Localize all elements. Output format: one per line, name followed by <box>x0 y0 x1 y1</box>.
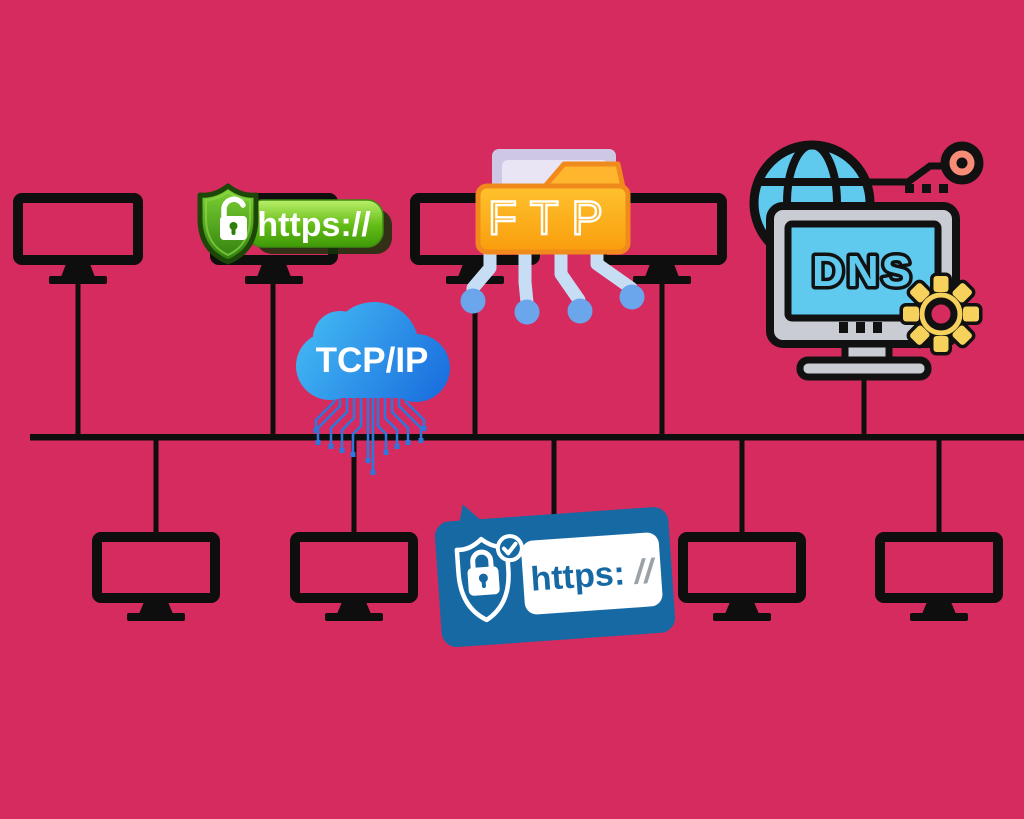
circuit-connector <box>866 162 944 186</box>
folder-body <box>475 183 631 255</box>
computer-monitor <box>13 193 143 284</box>
monitor-vents <box>839 322 882 333</box>
network-wire <box>351 438 357 534</box>
network-wire <box>659 278 665 436</box>
https-blue-prefix: https: <box>529 554 626 598</box>
tcpip-label: TCP/IP <box>316 341 429 380</box>
circuit-trace-dots <box>313 426 427 475</box>
network-wire <box>153 438 159 534</box>
computer-monitor <box>290 532 418 621</box>
network-wire <box>270 278 276 436</box>
gear-icon <box>903 276 979 352</box>
network-wire <box>472 278 478 436</box>
monitor-base <box>796 356 932 381</box>
cloud-shape <box>296 302 450 402</box>
network-wire <box>936 438 942 534</box>
dotted-line <box>905 184 948 193</box>
computer-monitor <box>875 532 1003 621</box>
tcpip-cloud-icon: TCP/IP <box>296 302 450 475</box>
padlock-icon <box>220 196 247 240</box>
network-wire <box>551 438 557 532</box>
circuit-node-center <box>956 157 968 169</box>
url-box <box>521 532 663 615</box>
bus-and-wires <box>30 278 1024 534</box>
network-wire <box>861 372 867 436</box>
https-secure-badge-icon: https:// <box>197 183 392 265</box>
padlock-icon <box>467 549 500 596</box>
circuit-leg-dots <box>460 284 645 325</box>
shield-icon <box>197 183 259 265</box>
computer-monitor <box>678 532 806 621</box>
https-shield-badge-icon: https: // <box>434 504 676 648</box>
dns-label: DNS <box>812 247 914 296</box>
ftp-label: FTP <box>488 191 616 244</box>
check-badge-icon <box>495 534 524 563</box>
ftp-folder-icon: FTP <box>460 149 645 325</box>
shield-check-icon <box>454 534 524 623</box>
bus-line <box>30 434 1024 441</box>
network-wire <box>739 438 745 534</box>
https-green-label: https:// <box>257 206 371 244</box>
network-wire <box>75 278 81 436</box>
dns-server-icon: DNS <box>749 140 984 381</box>
computer-monitor <box>92 532 220 621</box>
